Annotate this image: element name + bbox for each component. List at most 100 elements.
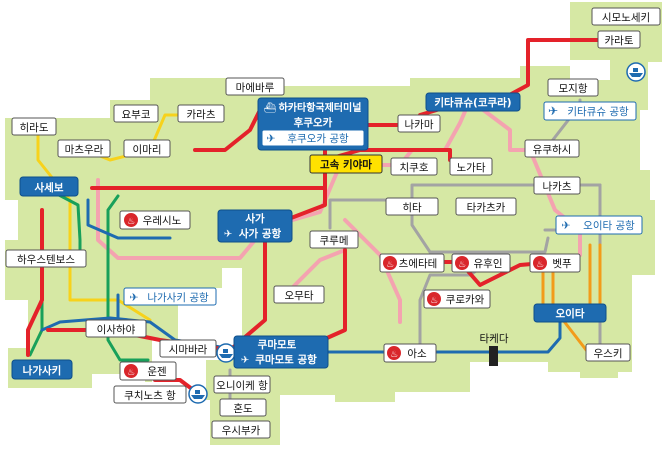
station-oita-airport[interactable]: ✈ 오이타 공항	[555, 215, 643, 235]
svg-text:유쿠하시: 유쿠하시	[533, 143, 572, 156]
station-yobuko[interactable]: 요부코	[113, 104, 159, 123]
svg-text:나가사키: 나가사키	[23, 364, 62, 377]
sea-cutout-kyushu-north	[546, 60, 610, 80]
svg-text:사세보: 사세보	[35, 181, 64, 194]
station-takachiho[interactable]: 타카츠카	[455, 197, 517, 216]
station-hita[interactable]: 히타	[385, 197, 439, 216]
station-isahaya[interactable]: 이사하야	[85, 319, 147, 338]
station-nagasaki[interactable]: 나가사키	[11, 359, 73, 380]
line-blue-2	[288, 318, 562, 354]
station-unzen[interactable]: ♨ 운젠	[119, 361, 177, 381]
station-maebaru[interactable]: 마에바루	[225, 77, 285, 96]
svg-text:후쿠오카 공항: 후쿠오카 공항	[287, 133, 349, 145]
station-kitakyushu-airport[interactable]: ✈ 키타큐슈 공항	[543, 101, 637, 121]
svg-text:쿠루메: 쿠루메	[320, 235, 349, 247]
station-imari[interactable]: 이마리	[123, 139, 171, 158]
line-pink-4	[343, 218, 402, 324]
svg-text:사가: 사가	[245, 212, 265, 225]
line-green-3	[106, 194, 150, 362]
svg-text:노가타: 노가타	[457, 162, 486, 174]
station-nagasaki-airport[interactable]: ✈ 나가사키 공항	[123, 287, 217, 306]
station-oita[interactable]: 오이타	[533, 303, 607, 323]
ship-icon: ⛴	[264, 102, 277, 114]
line-gray-3	[428, 236, 550, 254]
svg-text:하카타항국제터미널: 하카타항국제터미널	[279, 101, 362, 114]
svg-text:요부코: 요부코	[122, 109, 151, 121]
onsen-icon: ♨	[458, 260, 466, 270]
svg-text:히라도: 히라도	[20, 122, 49, 134]
station-karato[interactable]: 카라토	[597, 30, 641, 49]
svg-text:후쿠오카: 후쿠오카	[294, 116, 333, 129]
station-kurokawa[interactable]: ♨ 쿠로카와	[423, 289, 491, 309]
station-kuchinotsu[interactable]: 쿠치노츠 항	[113, 385, 187, 404]
svg-text:사가 공항: 사가 공항	[239, 227, 282, 240]
svg-text:쿠마모토 공항: 쿠마모토 공항	[255, 353, 317, 366]
station-sasebo[interactable]: 사세보	[19, 176, 79, 197]
svg-text:키타큐슈 공항: 키타큐슈 공항	[567, 106, 629, 118]
station-karatsu[interactable]: 카라츠	[177, 104, 225, 123]
svg-text:오무타: 오무타	[285, 290, 314, 302]
station-aso[interactable]: ♨ 아소	[383, 343, 437, 363]
station-tsuetate[interactable]: ♨ 츠에타테	[379, 253, 445, 273]
svg-text:키타큐슈(코쿠라): 키타큐슈(코쿠라)	[434, 96, 511, 109]
svg-text:쿠마모토: 쿠마모토	[258, 338, 297, 351]
station-chikuho[interactable]: 치쿠호	[390, 157, 438, 176]
stations: 시모노세키 카라토 모지항 키타큐슈(코쿠라) ✈ 키타큐슈 공항	[5, 7, 661, 439]
station-nakama[interactable]: 나카마	[397, 114, 441, 133]
svg-text:우레시노: 우레시노	[143, 215, 182, 227]
onsen-icon: ♨	[390, 350, 398, 360]
station-nogata[interactable]: 노가타	[449, 157, 493, 176]
svg-text:운젠: 운젠	[147, 366, 166, 378]
station-fukuoka-hub[interactable]: ⛴ 하카타항국제터미널 후쿠오카 ✈ 후쿠오카 공항	[257, 97, 369, 151]
svg-text:나카마: 나카마	[405, 119, 434, 131]
station-beppu[interactable]: ♨ 벳푸	[529, 253, 581, 273]
station-kosoku-kiyama[interactable]: 고속 키야마	[309, 154, 383, 174]
onsen-icon: ♨	[127, 368, 135, 378]
svg-text:카라토: 카라토	[605, 35, 634, 47]
svg-text:우스키: 우스키	[594, 348, 623, 360]
svg-text:오니이케 항: 오니이케 항	[216, 380, 268, 392]
airplane-icon: ✈	[561, 219, 570, 232]
station-hondo[interactable]: 혼도	[219, 398, 267, 417]
airplane-icon: ✈	[129, 291, 138, 304]
station-huis-ten-bosch[interactable]: 하우스텐보스	[5, 249, 87, 268]
onsen-icon: ♨	[127, 217, 135, 227]
station-hirado[interactable]: 히라도	[11, 117, 57, 136]
station-mojiko[interactable]: 모지항	[547, 78, 599, 97]
onsen-icon: ♨	[386, 260, 394, 270]
station-matsuura[interactable]: 마츠우라	[57, 139, 111, 158]
svg-text:카라츠: 카라츠	[187, 109, 216, 121]
station-takeda: 타케다	[480, 333, 509, 366]
airplane-icon: ✈	[241, 355, 249, 366]
station-kitakyushu[interactable]: 키타큐슈(코쿠라)	[425, 92, 521, 112]
svg-text:타케다: 타케다	[480, 333, 509, 345]
station-usuki[interactable]: 우스키	[585, 343, 631, 362]
station-omuta[interactable]: 오무타	[273, 285, 325, 304]
svg-text:쿠치노츠 항: 쿠치노츠 항	[124, 390, 176, 402]
svg-text:히타: 히타	[402, 202, 422, 214]
airplane-icon: ✈	[266, 132, 275, 145]
svg-text:이마리: 이마리	[133, 144, 162, 156]
ferry-icon-kuchinotsu	[188, 384, 208, 404]
svg-text:벳푸: 벳푸	[552, 258, 572, 270]
line-blue-3	[86, 198, 172, 240]
svg-text:타카츠카: 타카츠카	[467, 202, 506, 214]
station-yukuhashi[interactable]: 유쿠하시	[524, 139, 580, 158]
svg-text:시마바라: 시마바라	[169, 344, 208, 356]
station-kumamoto-hub[interactable]: 쿠마모토 ✈ 쿠마모토 공항	[233, 335, 329, 369]
station-nakatsu[interactable]: 나카츠	[533, 176, 581, 195]
station-shimonoseki[interactable]: 시모노세키	[591, 7, 661, 26]
station-ureshino[interactable]: ♨ 우레시노	[119, 210, 191, 230]
station-onikeko[interactable]: 오니이케 항	[213, 375, 271, 394]
svg-text:모지항: 모지항	[559, 83, 588, 95]
station-yufuin[interactable]: ♨ 유후인	[451, 253, 511, 273]
station-kurume[interactable]: 쿠루메	[309, 230, 359, 249]
svg-text:츠에타테: 츠에타테	[399, 258, 438, 270]
station-shimabara[interactable]: 시마바라	[159, 339, 217, 358]
station-ushibuka[interactable]: 우시부카	[211, 420, 271, 439]
station-saga-hub[interactable]: 사가 ✈ 사가 공항	[217, 209, 293, 243]
svg-text:나가사키 공항: 나가사키 공항	[147, 292, 209, 304]
line-red-4	[323, 148, 452, 162]
onsen-icon: ♨	[430, 296, 438, 306]
